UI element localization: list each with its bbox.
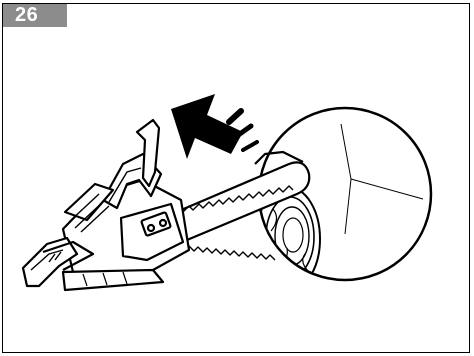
figure-frame: 26: [2, 3, 470, 353]
chainsaw-icon: [21, 118, 311, 292]
illustration: [21, 94, 433, 292]
kickback-arrow-icon: [171, 94, 259, 159]
figure-number-badge: 26: [3, 4, 67, 27]
